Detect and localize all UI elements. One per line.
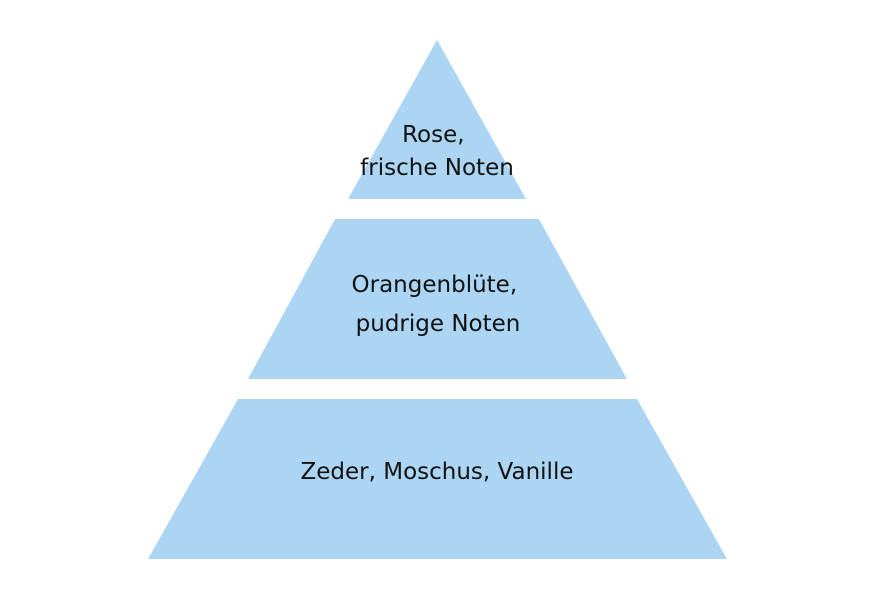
tier-base-line-1: Zeder, Moschus, Vanille	[301, 459, 574, 485]
tier-middle-line-2: pudrige Noten	[356, 311, 521, 337]
tier-top-label: Rose, frische Noten	[360, 122, 514, 181]
tier-middle-line-1: Orangenblüte,	[352, 272, 518, 298]
pyramid-tier-base	[148, 399, 727, 559]
pyramid-tier-middle	[248, 219, 627, 379]
tier-top-line-1: Rose,	[402, 122, 464, 148]
tier-base-label: Zeder, Moschus, Vanille	[301, 459, 574, 485]
pyramid-tier-top	[348, 40, 526, 199]
tier-middle-label: Orangenblüte, pudrige Noten	[352, 272, 525, 337]
tier-top-line-2: frische Noten	[360, 155, 514, 181]
